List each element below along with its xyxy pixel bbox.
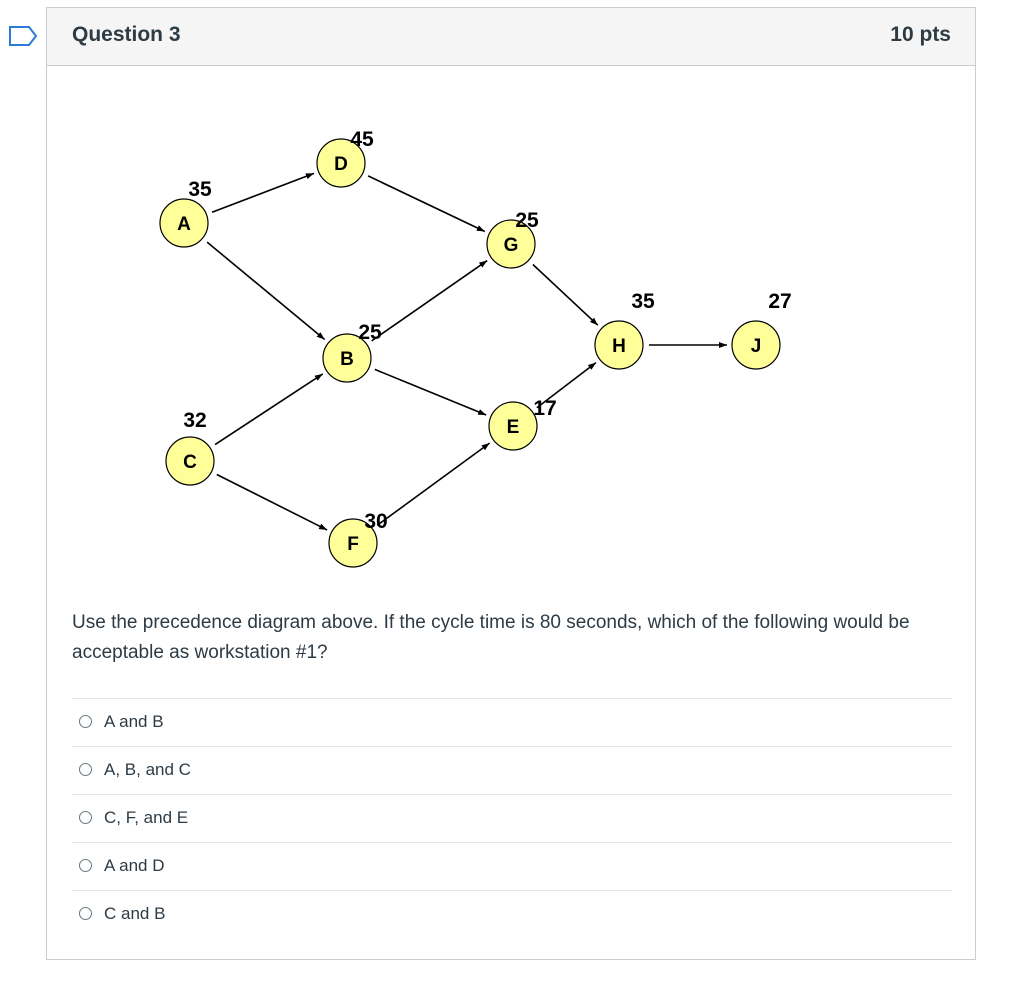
answer-label[interactable]: A and B <box>104 712 164 731</box>
question-card: Question 3 10 pts A B C D E F G H J 35 25 32 45 17 30… <box>46 7 976 960</box>
node-g: G <box>486 219 536 269</box>
question-prompt: Use the precedence diagram above. If the… <box>72 612 910 663</box>
node-circle <box>488 401 538 451</box>
task-time-label: 45 <box>350 128 374 151</box>
node-label: D <box>334 154 348 175</box>
node-label: E <box>507 417 520 438</box>
node-circle <box>322 333 372 383</box>
node-label: A <box>177 214 191 235</box>
edge-b-g <box>371 259 488 342</box>
answer-label[interactable]: A, B, and C <box>104 760 191 779</box>
node-h: H <box>594 320 644 370</box>
node-e: E <box>488 401 538 451</box>
answer-option[interactable]: C and B <box>72 890 952 938</box>
answer-option[interactable]: A and B <box>72 698 952 746</box>
node-circle <box>486 219 536 269</box>
answer-label[interactable]: C and B <box>104 904 166 923</box>
answer-option[interactable]: C, F, and E <box>72 794 952 842</box>
node-label: J <box>751 336 762 357</box>
node-j: J <box>731 320 781 370</box>
node-circle <box>159 198 209 248</box>
answer-label[interactable]: C, F, and E <box>104 808 189 827</box>
task-time-label: 30 <box>364 510 387 533</box>
task-time-label: 27 <box>768 290 791 313</box>
node-label: G <box>504 235 519 256</box>
edge-c-b <box>214 373 324 446</box>
node-label: B <box>340 349 354 370</box>
answer-list: A and B A, B, and C C, F, and E A and D … <box>72 698 952 938</box>
edge-d-g <box>367 175 486 233</box>
node-c: C <box>165 436 215 486</box>
question-title: Question 3 <box>72 23 181 46</box>
precedence-diagram: A B C D E F G H J 35 25 32 45 17 30 25 35 27 <box>159 128 792 568</box>
question-header: Question 3 10 pts <box>47 8 975 66</box>
task-time-label: 35 <box>188 178 212 201</box>
node-f: F <box>328 518 378 568</box>
node-label: C <box>183 452 197 473</box>
node-circle <box>594 320 644 370</box>
edge-e-h <box>536 361 597 409</box>
node-circle <box>731 320 781 370</box>
radio-button[interactable] <box>79 715 92 728</box>
edge-a-b <box>206 241 326 341</box>
radio-button[interactable] <box>79 907 92 920</box>
node-label: H <box>612 336 626 357</box>
node-label: F <box>347 534 359 555</box>
task-time-label: 32 <box>183 409 206 432</box>
node-d: D <box>316 138 366 188</box>
radio-button[interactable] <box>79 811 92 824</box>
node-circle <box>165 436 215 486</box>
answer-option[interactable]: A, B, and C <box>72 746 952 794</box>
edge-c-f <box>216 473 328 531</box>
edge-a-d <box>211 172 315 214</box>
task-time-label: 35 <box>631 290 655 313</box>
radio-button[interactable] <box>79 859 92 872</box>
edge-f-e <box>376 442 491 526</box>
answer-label[interactable]: A and D <box>104 856 165 875</box>
answer-option[interactable]: A and D <box>72 842 952 890</box>
radio-button[interactable] <box>79 763 92 776</box>
node-b: B <box>322 333 372 383</box>
node-a: A <box>159 198 209 248</box>
edge-b-e <box>374 368 487 416</box>
node-circle <box>328 518 378 568</box>
task-time-label: 25 <box>358 321 382 344</box>
node-circle <box>316 138 366 188</box>
task-time-label: 25 <box>515 209 539 232</box>
question-points: 10 pts <box>890 23 951 46</box>
task-time-label: 17 <box>533 397 556 420</box>
flag-question-icon[interactable] <box>8 26 38 46</box>
edge-g-h <box>532 263 599 326</box>
